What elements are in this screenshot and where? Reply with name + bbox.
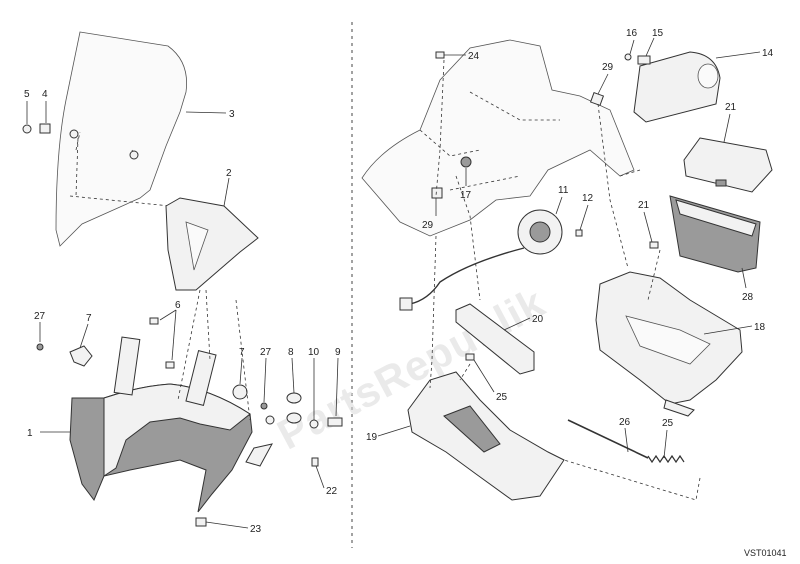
washer — [624, 53, 632, 61]
callout-label: 7 — [86, 313, 92, 324]
washer — [309, 419, 319, 429]
callout-label: 23 — [250, 524, 262, 535]
callout-label: 9 — [335, 347, 341, 358]
cover-lens — [697, 63, 719, 89]
callout-label: 7 — [239, 347, 245, 358]
assembly-guides-right — [429, 59, 701, 501]
callout-label: 18 — [754, 322, 766, 333]
cable — [409, 247, 525, 305]
screw — [22, 124, 32, 134]
windscreen — [55, 31, 187, 247]
callout-label: 4 — [42, 89, 48, 100]
screw — [637, 55, 651, 65]
socket-center — [529, 221, 551, 243]
screw — [435, 51, 445, 59]
vent-left — [113, 336, 141, 396]
callout-labels: 5 4 3 2 27 7 6 7 27 8 10 9 1 22 23 24 29… — [24, 28, 774, 535]
callout-label: 19 — [366, 432, 378, 443]
callout-label: 12 — [582, 193, 594, 204]
screw — [465, 353, 475, 361]
nut — [460, 156, 472, 168]
screw — [311, 457, 319, 467]
lid-latch — [715, 179, 727, 187]
nut — [260, 402, 268, 410]
callout-label: 10 — [308, 347, 320, 358]
screw — [649, 241, 659, 249]
mount — [69, 345, 93, 367]
frame-detail — [419, 91, 560, 191]
screw — [165, 361, 175, 369]
washer — [286, 412, 302, 424]
lower-fairing-slot — [443, 405, 501, 453]
windscreen-hole — [69, 129, 79, 139]
callout-label: 5 — [24, 89, 30, 100]
callout-label: 15 — [652, 28, 664, 39]
screw — [575, 229, 583, 237]
callout-label: 16 — [626, 28, 638, 39]
callout-label: 2 — [226, 168, 232, 179]
callout-label: 3 — [229, 109, 235, 120]
callout-label: 25 — [496, 392, 508, 403]
bracket — [165, 197, 259, 291]
callout-label-25: 25 — [662, 418, 674, 429]
vent-right — [185, 349, 217, 407]
clip — [589, 91, 605, 107]
callout-label: 28 — [742, 292, 754, 303]
callout-label: 20 — [532, 314, 544, 325]
callout-label: 14 — [762, 48, 774, 59]
rod — [567, 419, 649, 459]
clip — [195, 517, 207, 527]
storage-box-rim — [675, 199, 757, 237]
assembly-guides-left — [75, 137, 251, 421]
cover — [633, 51, 721, 123]
washer — [286, 392, 302, 404]
callout-label: 1 — [27, 428, 33, 439]
bracket-cutout — [185, 221, 209, 271]
inner-frame — [361, 39, 635, 237]
bracket-tab — [663, 399, 695, 417]
windscreen-hole — [129, 150, 139, 160]
callout-label: 6 — [175, 300, 181, 311]
bolt — [327, 417, 343, 427]
callout-label: 21 — [725, 102, 737, 113]
callout-label: 27 — [34, 311, 46, 322]
callout-label: 21 — [638, 200, 650, 211]
callout-label: 22 — [326, 486, 338, 497]
callout-label: 27 — [260, 347, 272, 358]
mount — [232, 384, 248, 400]
callout-label: 11 — [558, 185, 569, 196]
callout-label: 26 — [619, 417, 631, 428]
reference-code: VST01041 — [744, 548, 787, 558]
grommet — [39, 123, 51, 134]
callout-label: 17 — [460, 190, 472, 201]
screw — [149, 317, 159, 325]
housing-recess — [625, 315, 711, 365]
fairing-tip — [245, 443, 273, 467]
spring — [647, 454, 685, 464]
leader-lines-left — [26, 101, 339, 529]
cover-pad — [455, 303, 535, 375]
clip — [431, 187, 443, 199]
leader-lines-right — [377, 37, 761, 459]
callout-label: 29 — [602, 62, 614, 73]
connector — [399, 297, 413, 311]
nut — [265, 415, 275, 425]
lid — [683, 137, 773, 193]
callout-label: 8 — [288, 347, 294, 358]
callout-label: 24 — [468, 51, 480, 62]
nut — [36, 343, 44, 351]
callout-label: 29 — [422, 220, 434, 231]
